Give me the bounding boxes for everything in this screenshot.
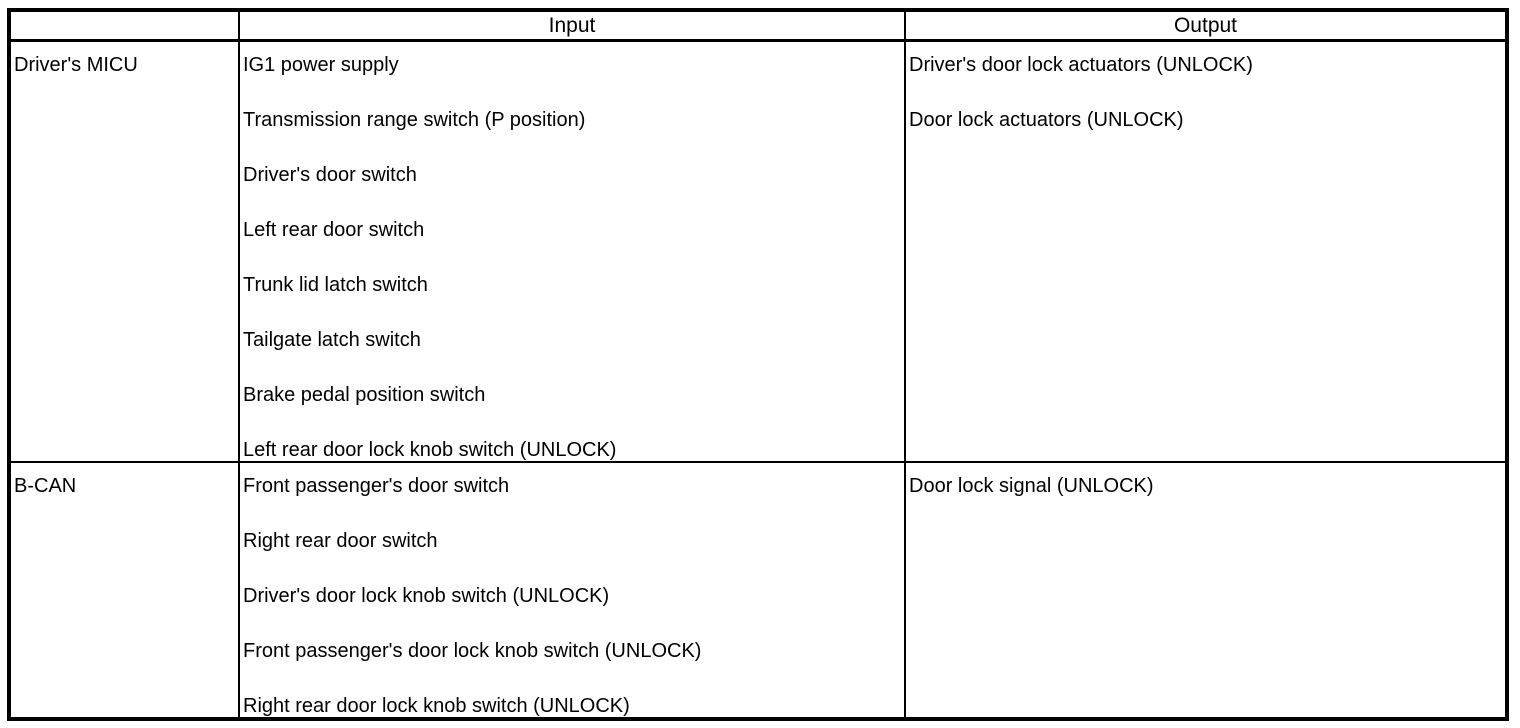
source-label: B-CAN bbox=[14, 475, 77, 497]
input-item: Tailgate latch switch bbox=[243, 329, 421, 351]
source-cell-b-can: B-CAN bbox=[8, 461, 240, 720]
input-item: Front passenger's door lock knob switch … bbox=[243, 640, 702, 662]
input-cell-drivers-micu: IG1 power supply Transmission range swit… bbox=[238, 39, 906, 463]
header-row: Input Output bbox=[8, 9, 1508, 42]
input-item: IG1 power supply bbox=[243, 54, 399, 76]
table-row-b-can: B-CAN Front passenger's door switch Righ… bbox=[8, 461, 1508, 720]
document-page: Input Output Driver's MICU IG1 power sup… bbox=[7, 8, 1509, 721]
input-cell-b-can: Front passenger's door switch Right rear… bbox=[238, 461, 906, 720]
input-item: Driver's door switch bbox=[243, 164, 417, 186]
input-item: Transmission range switch (P position) bbox=[243, 109, 586, 131]
input-item: Driver's door lock knob switch (UNLOCK) bbox=[243, 585, 610, 607]
input-item: Front passenger's door switch bbox=[243, 475, 510, 497]
input-item: Brake pedal position switch bbox=[243, 384, 486, 406]
input-output-table: Input Output Driver's MICU IG1 power sup… bbox=[7, 8, 1509, 721]
input-item: Left rear door switch bbox=[243, 219, 425, 241]
header-source-cell bbox=[8, 9, 240, 42]
header-input-cell: Input bbox=[238, 9, 906, 42]
output-cell-b-can: Door lock signal (UNLOCK) bbox=[904, 461, 1508, 720]
output-item: Door lock actuators (UNLOCK) bbox=[909, 109, 1184, 131]
input-item: Right rear door switch bbox=[243, 530, 438, 552]
input-item: Trunk lid latch switch bbox=[243, 274, 428, 296]
source-label: Driver's MICU bbox=[14, 54, 138, 76]
output-cell-drivers-micu: Driver's door lock actuators (UNLOCK) Do… bbox=[904, 39, 1508, 463]
input-item: Left rear door lock knob switch (UNLOCK) bbox=[243, 439, 617, 461]
table-row-drivers-micu: Driver's MICU IG1 power supply Transmiss… bbox=[8, 39, 1508, 463]
output-item: Door lock signal (UNLOCK) bbox=[909, 475, 1154, 497]
output-item: Driver's door lock actuators (UNLOCK) bbox=[909, 54, 1253, 76]
source-cell-drivers-micu: Driver's MICU bbox=[8, 39, 240, 463]
header-output-cell: Output bbox=[904, 9, 1508, 42]
input-item: Right rear door lock knob switch (UNLOCK… bbox=[243, 695, 630, 717]
